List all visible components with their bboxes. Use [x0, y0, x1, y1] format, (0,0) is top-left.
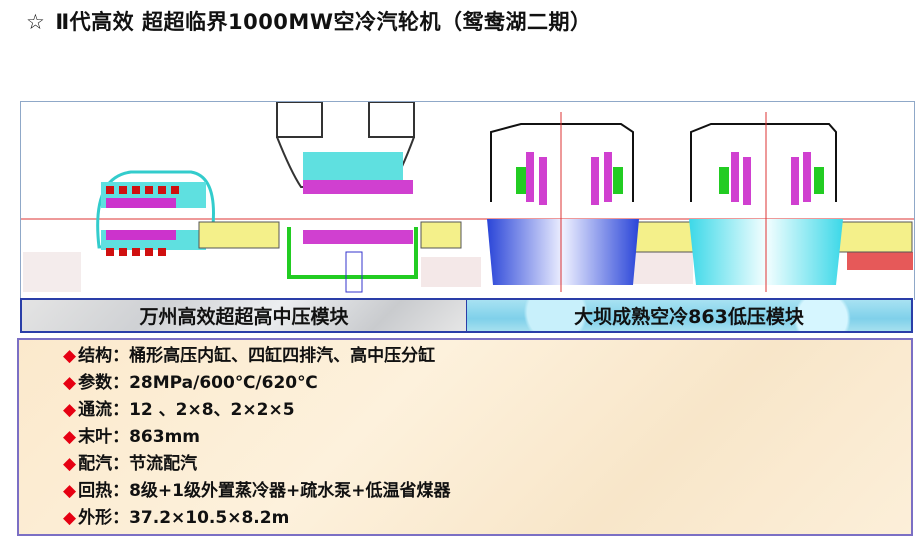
spec-label: 回热： [78, 481, 130, 501]
star-outline-icon: ☆ [26, 10, 46, 34]
diamond-bullet-icon: ◆ [63, 373, 77, 393]
turbine-drawing-icon [21, 102, 914, 293]
hp-ip-module-label: 万州高效超超高中压模块 [22, 300, 467, 331]
spec-value: 桶形高压内缸、四缸四排汽、高中压分缸 [129, 346, 436, 366]
diamond-bullet-icon: ◆ [63, 481, 77, 501]
diamond-bullet-icon: ◆ [63, 427, 77, 447]
spec-value: 28MPa/600℃/620℃ [129, 373, 318, 393]
spec-structure: ◆结构：桶形高压内缸、四缸四排汽、高中压分缸 [63, 343, 911, 370]
module-labels-bar: 万州高效超超高中压模块 大坝成熟空冷863低压模块 [20, 298, 913, 333]
diamond-bullet-icon: ◆ [63, 508, 77, 528]
spec-label: 结构： [78, 346, 130, 366]
spec-label: 通流： [78, 400, 130, 420]
diamond-bullet-icon: ◆ [63, 454, 77, 474]
spec-value: 37.2×10.5×8.2m [129, 508, 290, 528]
spec-label: 配汽： [78, 454, 130, 474]
diamond-bullet-icon: ◆ [63, 346, 77, 366]
spec-value: 节流配汽 [129, 454, 198, 474]
diamond-bullet-icon: ◆ [63, 400, 77, 420]
slide-title: ☆ Ⅱ代高效 超超临界1000MW空冷汽轮机（鸳鸯湖二期） [26, 6, 591, 36]
spec-label: 参数： [78, 373, 130, 393]
spec-parameters: ◆参数：28MPa/600℃/620℃ [63, 370, 911, 397]
spec-last-blade: ◆末叶：863mm [63, 424, 911, 451]
spec-label: 末叶： [78, 427, 130, 447]
slide-title-text: Ⅱ代高效 超超临界1000MW空冷汽轮机（鸳鸯湖二期） [55, 10, 592, 34]
spec-value: 12 、2×8、2×2×5 [129, 400, 295, 420]
turbine-cross-section-drawing [20, 101, 915, 300]
spec-label: 外形： [78, 508, 130, 528]
spec-steam-distribution: ◆配汽：节流配汽 [63, 451, 911, 478]
spec-regeneration: ◆回热：8级+1级外置蒸冷器+疏水泵+低温省煤器 [63, 478, 911, 505]
spec-list: ◆结构：桶形高压内缸、四缸四排汽、高中压分缸 ◆参数：28MPa/600℃/62… [17, 338, 913, 536]
spec-dimensions: ◆外形：37.2×10.5×8.2m [63, 505, 911, 532]
spec-value: 863mm [129, 427, 200, 447]
spec-flow-path: ◆通流：12 、2×8、2×2×5 [63, 397, 911, 424]
spec-value: 8级+1级外置蒸冷器+疏水泵+低温省煤器 [129, 481, 451, 501]
lp-module-label: 大坝成熟空冷863低压模块 [467, 300, 911, 331]
